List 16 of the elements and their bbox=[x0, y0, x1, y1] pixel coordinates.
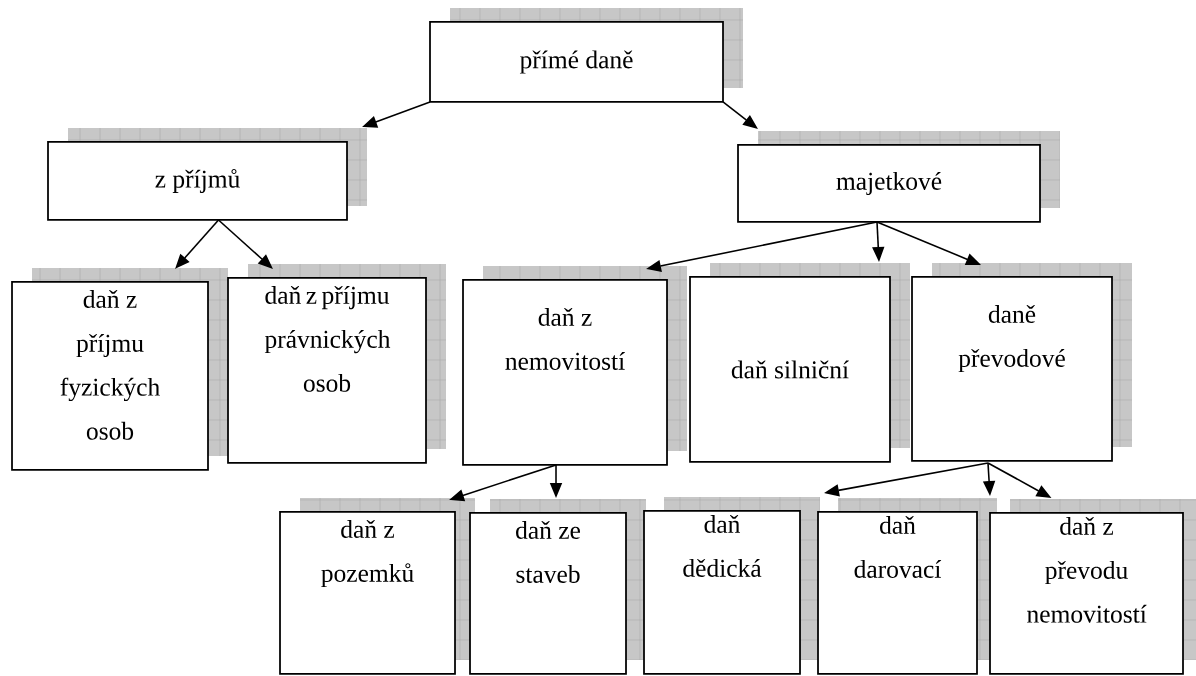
tax-box: daň ze staveb bbox=[469, 499, 646, 675]
tax-box: daň z převodu nemovitostí bbox=[989, 499, 1196, 675]
tax-box: majetkové bbox=[737, 131, 1060, 223]
tax-box: z příjmů bbox=[47, 128, 367, 221]
arrow bbox=[217, 219, 273, 269]
tax-box: přímé daně bbox=[429, 8, 743, 103]
tax-box: daň darovací bbox=[817, 498, 997, 675]
arrow bbox=[175, 219, 220, 269]
arrow bbox=[722, 101, 758, 129]
tax-box: daň silniční bbox=[689, 263, 910, 463]
tax-box: daň z nemovitostí bbox=[462, 266, 687, 466]
tax-box: daně převodové bbox=[911, 263, 1132, 462]
tax-box: daň dědická bbox=[643, 497, 820, 675]
tax-box: daň z pozemků bbox=[279, 498, 475, 675]
tax-box: daň z příjmu fyzických osob bbox=[11, 268, 228, 471]
tax-box: daň z příjmu právnických osob bbox=[227, 264, 446, 464]
